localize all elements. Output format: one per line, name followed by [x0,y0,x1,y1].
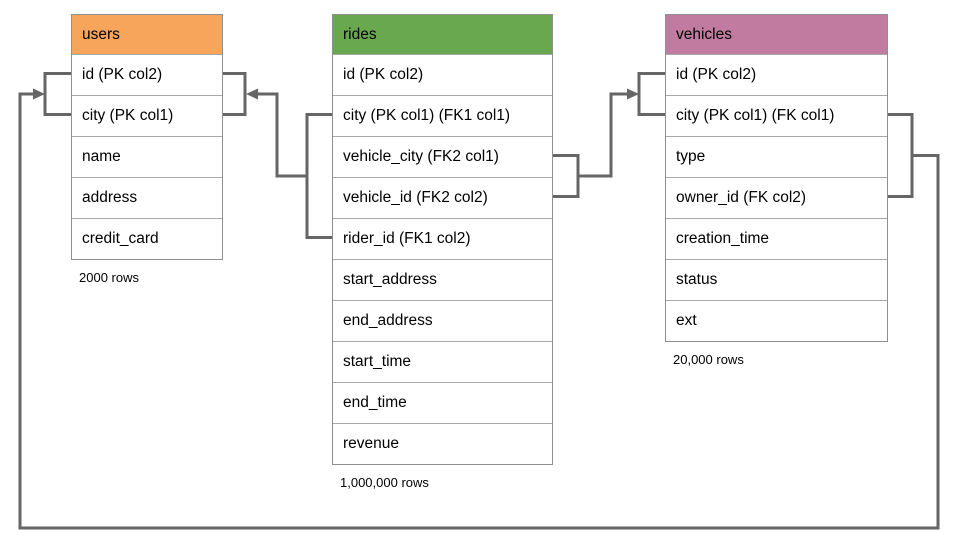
table-row: status [666,259,887,300]
table-row: id (PK col2) [333,54,552,95]
table-row: type [666,136,887,177]
connector-line-fk2-rides-to-vehicles [637,72,665,116]
arrowhead-icon [33,88,45,100]
table-row: end_time [333,382,552,423]
column-label: creation_time [676,230,770,247]
table-users: users id (PK col2) city (PK col1) name addre… [71,14,223,260]
column-label: address [82,189,138,206]
table-row: owner_id (FK col2) [666,177,887,218]
column-label: city (PK col1) [82,107,174,124]
table-header-users: users [72,15,222,54]
column-label: vehicle_city (FK2 col1) [343,148,499,165]
column-label: credit_card [82,230,159,247]
column-label: start_time [343,353,412,370]
connector-line-fk1-rides-to-users [257,92,307,178]
table-row: creation_time [666,218,887,259]
table-row: id (PK col2) [72,54,222,95]
table-row: city (PK col1) [72,95,222,136]
column-label: vehicle_id (FK2 col2) [343,189,488,206]
table-title: vehicles [676,25,732,43]
table-row: start_address [333,259,552,300]
column-label: city (PK col1) (FK col1) [676,107,835,124]
table-rides: rides id (PK col2) city (PK col1) (FK1 col… [332,14,553,465]
column-label: id (PK col2) [343,66,424,83]
table-row: city (PK col1) (FK1 col1) [333,95,552,136]
column-label: end_time [343,394,407,411]
arrowhead-icon [246,88,258,100]
column-label: name [82,148,121,165]
column-label: rider_id (FK1 col2) [343,230,471,247]
column-label: type [676,148,706,165]
table-vehicles: vehicles id (PK col2) city (PK col1) (FK c… [665,14,888,342]
table-row: city (PK col1) (FK col1) [666,95,887,136]
table-row: id (PK col2) [666,54,887,95]
row-count-label: 1,000,000 rows [340,475,429,490]
table-row: vehicle_city (FK2 col1) [333,136,552,177]
table-title: users [82,25,120,43]
table-title: rides [343,25,377,43]
connector-line-fk1-rides-to-users [305,113,332,239]
column-label: end_address [343,312,433,329]
connector-line-fk-vehicles-to-users [888,113,914,198]
connector-line-fk-vehicles-to-users [18,92,940,530]
connector-line-fk2-rides-to-vehicles [578,92,628,178]
table-row: address [72,177,222,218]
table-row: rider_id (FK1 col2) [333,218,552,259]
column-label: city (PK col1) (FK1 col1) [343,107,511,124]
row-count-label: 20,000 rows [673,352,744,367]
table-row: end_address [333,300,552,341]
arrowhead-icon [627,88,639,100]
table-row: start_time [333,341,552,382]
table-row: revenue [333,423,552,464]
table-header-rides: rides [333,15,552,54]
connector-line-fk2-rides-to-vehicles [553,154,580,198]
column-label: revenue [343,435,400,452]
column-label: ext [676,312,697,329]
table-row: vehicle_id (FK2 col2) [333,177,552,218]
row-count-label: 2000 rows [79,270,139,285]
table-header-vehicles: vehicles [666,15,887,54]
column-label: id (PK col2) [82,66,163,83]
table-row: ext [666,300,887,341]
column-label: start_address [343,271,437,288]
table-row: credit_card [72,218,222,259]
column-label: status [676,271,718,288]
connector-line-fk1-rides-to-users [223,72,247,116]
connector-line-fk-vehicles-to-users [43,72,71,116]
table-row: name [72,136,222,177]
column-label: owner_id (FK col2) [676,189,807,206]
column-label: id (PK col2) [676,66,757,83]
